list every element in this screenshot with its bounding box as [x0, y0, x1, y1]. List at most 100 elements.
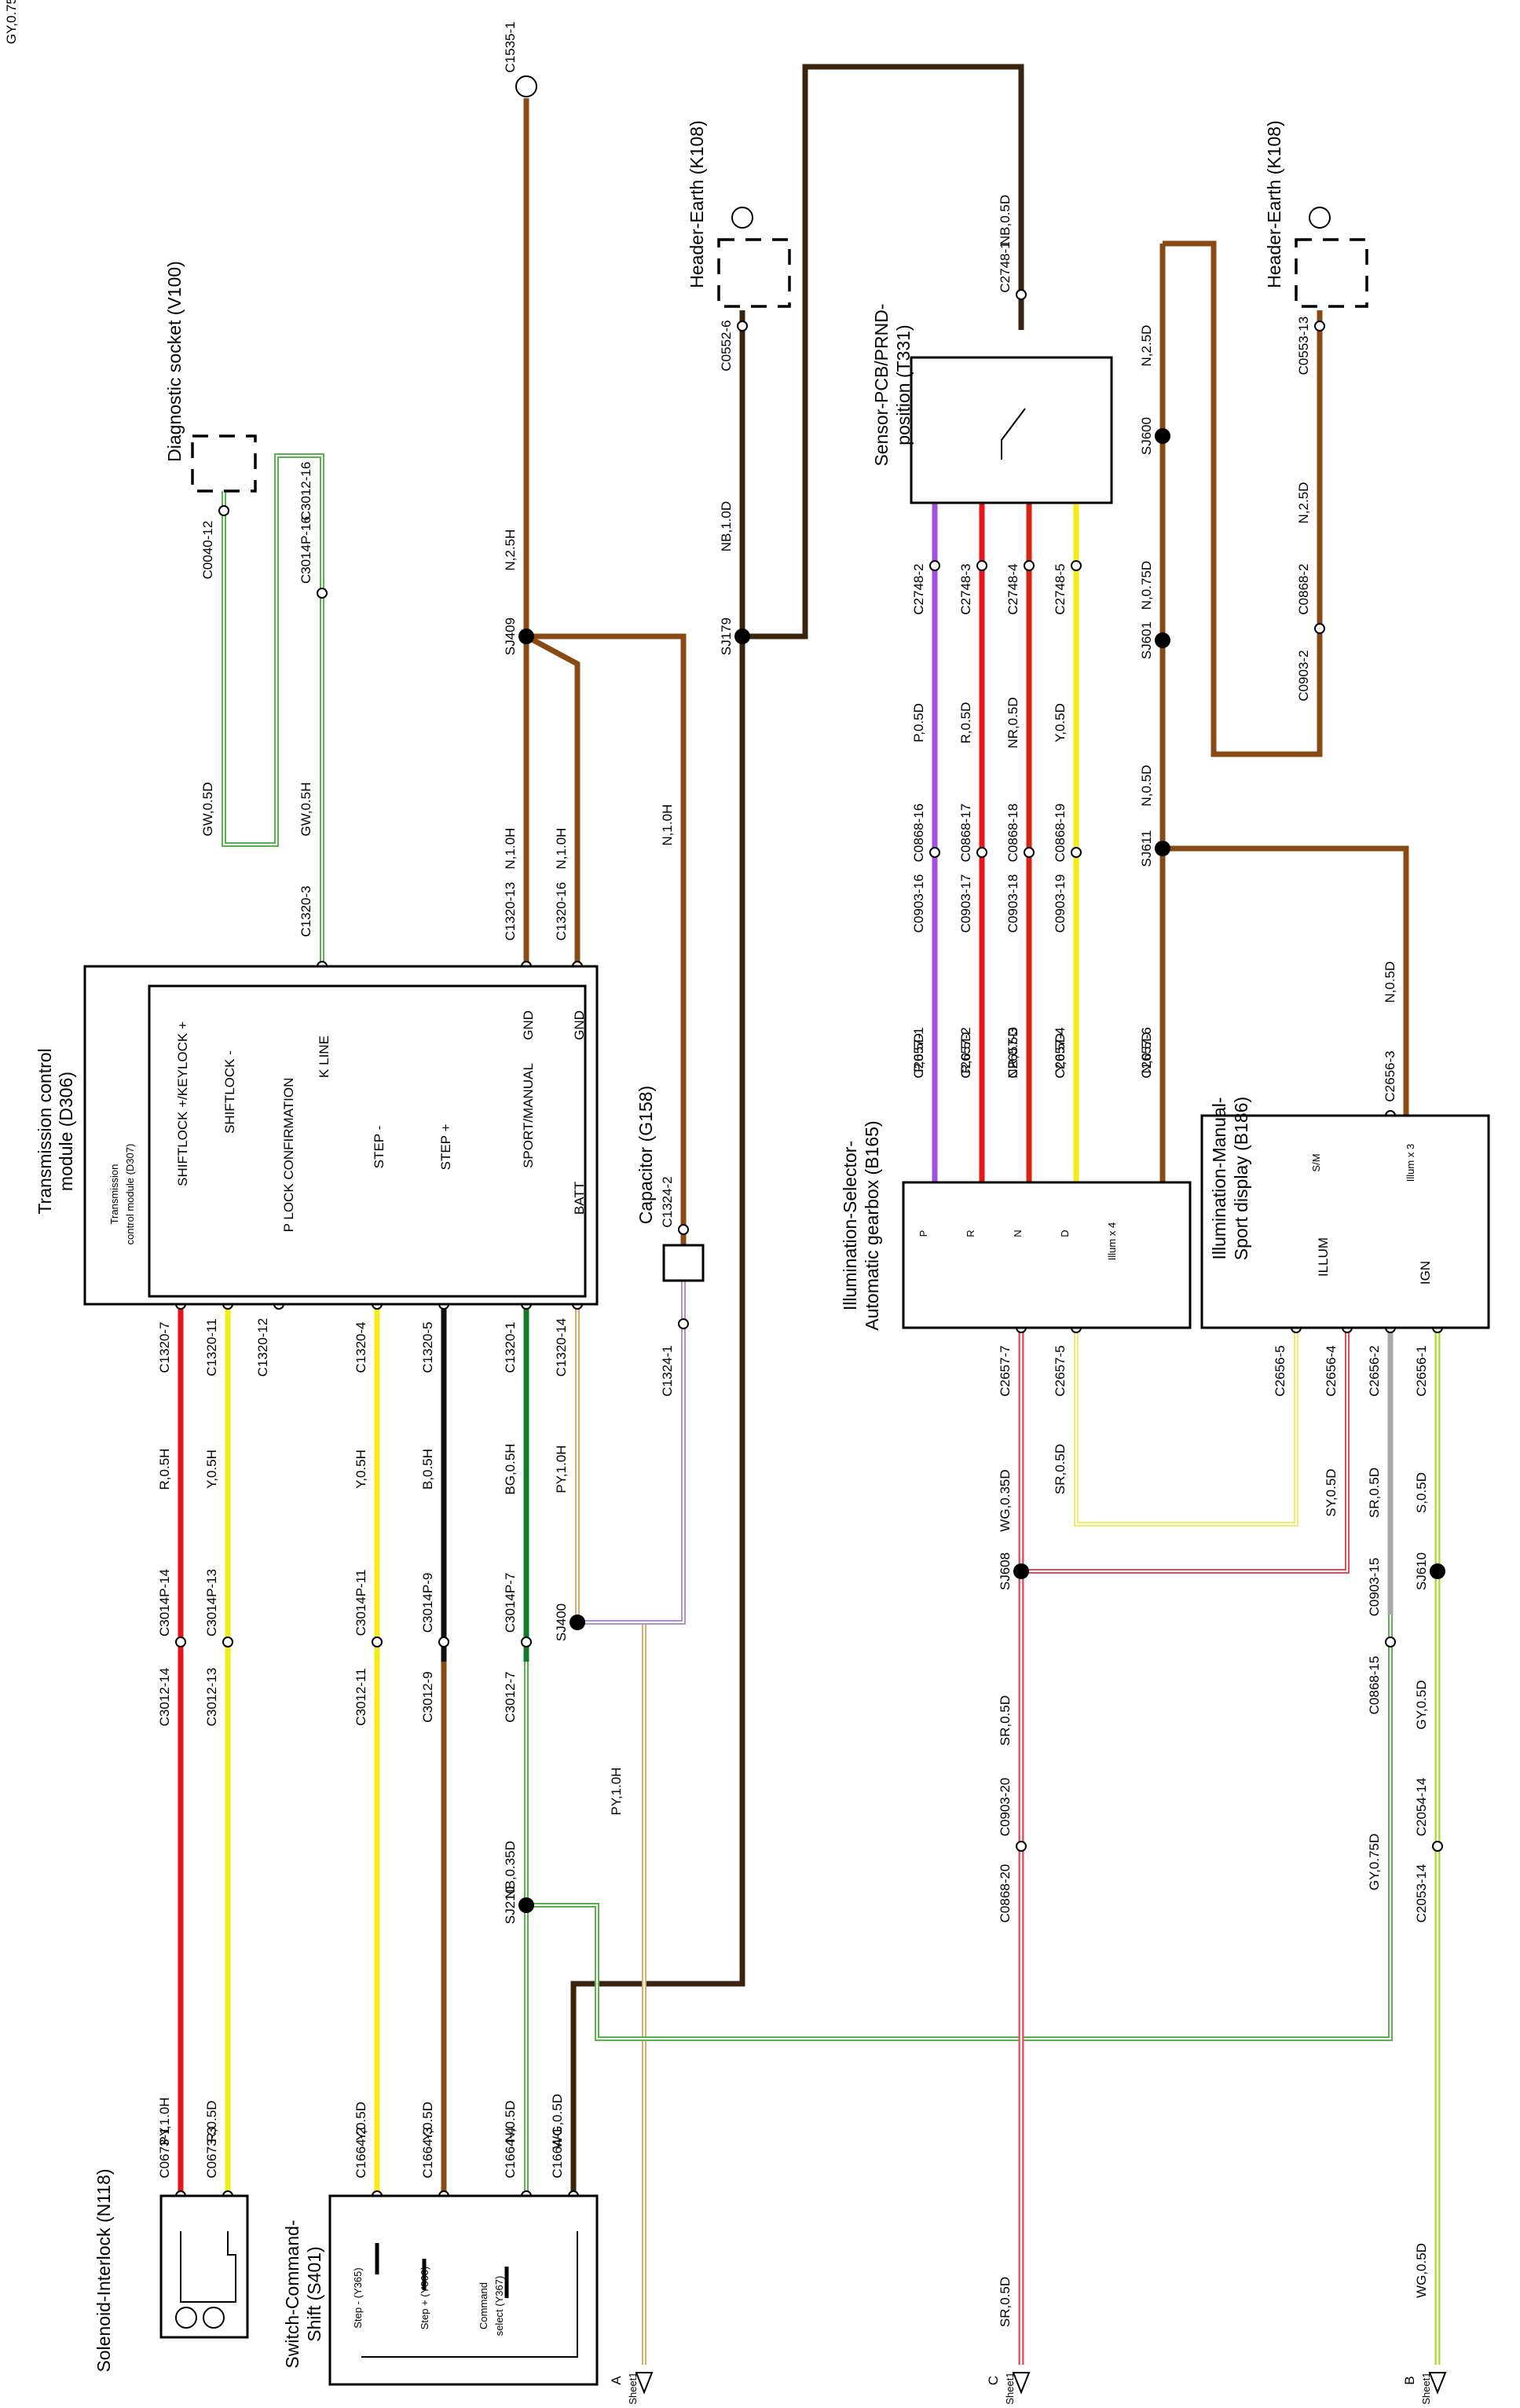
tcm-pin-label-8: BATT [572, 1182, 587, 1215]
sensor-title-2: position (T331) [893, 324, 914, 445]
connector-label-50: C3014P-9 [420, 1573, 435, 1633]
wire-label-2: NB,0.5D [998, 195, 1013, 245]
solenoid-coil-2 [203, 2307, 225, 2329]
connector-label-2: C0553-13 [1296, 317, 1311, 376]
connector-label-54: C0903-20 [998, 1778, 1013, 1837]
connector-label-1: C0552-6 [719, 320, 734, 371]
switch-title-1: Switch-Command- [282, 2219, 302, 2368]
sheet-letter-0: A [609, 2376, 624, 2385]
connector-label-47: C3012-11 [353, 1668, 368, 1725]
connector-label-58: C2054-14 [1414, 1778, 1429, 1837]
switch-item-3: select (Y367) [493, 2276, 505, 2337]
tcm-pin-label-9: GND [572, 1010, 587, 1040]
wire-label-4: N,2.5D [1296, 482, 1311, 524]
sensor-box [910, 356, 1113, 504]
tcm-sub-1: Transmission [108, 1164, 120, 1225]
wire-label-1: NB,1.0D [719, 501, 734, 552]
sj608-dot [1013, 1563, 1029, 1579]
wire-wg-0-5d [526, 1328, 1393, 2041]
connector-pin-46 [1314, 623, 1325, 634]
connector-label-46: C3014P-13 [204, 1569, 219, 1636]
tcm-pin-label-0: SHIFTLOCK +/KEYLOCK + [175, 1021, 190, 1186]
wire-label-34: WG,0.5D [550, 2094, 565, 2149]
solenoid-wiring [180, 2231, 236, 2303]
tcm-pin-label-3: K LINE [317, 1035, 331, 1078]
connector-label-32: C2656-2 [1367, 1345, 1382, 1396]
illum-sel-title-2: Automatic gearbox (B165) [862, 1120, 882, 1330]
connector-label-22: C2657-1 [911, 1027, 926, 1078]
sj601-dot [1155, 632, 1170, 648]
connector-label-66: C1664-1 [550, 2127, 565, 2178]
illum-sel-led-2: N [1012, 1230, 1024, 1237]
connector-pin-13 [1071, 560, 1082, 571]
header-earth-2-box [1295, 238, 1368, 308]
connector-pin-43 [1314, 321, 1325, 332]
connector-label-53: C0868-20 [998, 1864, 1013, 1923]
splice-label-8: SJ610 [1414, 1552, 1429, 1590]
wire-label-15: R,0.5D [958, 702, 973, 744]
sensor-title-1: Sensor-PCB/PRND- [871, 303, 892, 466]
sj610-dot [1430, 1563, 1445, 1579]
connector-label-44: C3014P-14 [157, 1569, 172, 1636]
illum-man-illum3: Illum x 3 [1405, 1144, 1416, 1182]
connector-label-35: C1320-11 [204, 1318, 219, 1376]
tcm-pin-label-1: SHIFTLOCK - [222, 1050, 237, 1134]
connector-label-26: C2657-6 [1139, 1027, 1154, 1078]
sheet-text-0: Sheet1 [627, 2372, 639, 2404]
tcm-sub-2: control module (D307) [124, 1144, 136, 1245]
connector-label-36: C1320-12 [255, 1318, 270, 1377]
tcm-title-1: Transmission control [35, 1048, 55, 1214]
illum-sel-led-4: Illum x 4 [1106, 1222, 1118, 1260]
wire-label-38: SR,0.5D [998, 2277, 1013, 2327]
connector-pin-40 [678, 1224, 689, 1235]
sheet-arrow-0 [635, 2372, 654, 2395]
wire-label-40: SY,0.5D [1324, 1468, 1339, 1516]
connector-label-18: C0903-18 [1005, 874, 1020, 933]
header-earth-1-box [717, 238, 791, 308]
connector-label-51: C3012-7 [503, 1671, 518, 1722]
wire-n-0-5d-man [1163, 845, 1409, 1116]
connector-label-34: C1320-7 [157, 1321, 172, 1373]
splice-label-0: SJ409 [503, 618, 518, 655]
connector-label-45: C3012-13 [204, 1668, 219, 1727]
sj400-dot [570, 1614, 585, 1630]
sheet-arrow-1 [1012, 2372, 1031, 2395]
connector-label-55: C0868-15 [1367, 1656, 1382, 1715]
sj179-dot [734, 629, 750, 644]
wire-label-14: P,0.5D [911, 703, 926, 742]
sheet-letter-2: B [1402, 2376, 1417, 2384]
switch-title-2: Shift (S401) [304, 2246, 324, 2341]
wire-label-31: Y,0.5D [353, 2102, 368, 2141]
wire-label-16: NR,0.5D [1005, 697, 1020, 748]
connector-label-6: C1320-3 [299, 885, 313, 936]
wire-label-27: PY,1.0H [554, 1445, 569, 1493]
sj611-dot [1155, 841, 1170, 856]
wire-label-5: N,0.75D [1139, 561, 1154, 610]
wire-label-11: N,1.0H [503, 828, 518, 870]
wire-label-39: SR,0.5D [1053, 1444, 1068, 1494]
connector-label-56: C0903-15 [1367, 1558, 1382, 1617]
wire-label-45: WG,0.5D [1414, 2243, 1429, 2298]
illum-man-pin-illum: ILLUM [1316, 1237, 1331, 1277]
wire-label-18: P,0.5D [911, 1033, 926, 1072]
wire-label-21: Y,0.5D [1053, 1033, 1068, 1072]
connector-label-61: C0673-1 [157, 2127, 172, 2178]
connector-label-60: C0868-2 [1296, 563, 1311, 614]
splice-label-1: SJ179 [719, 618, 734, 655]
wire-py-1-0h-cap-stripe [577, 1281, 685, 1624]
connector-label-30: C2656-5 [1273, 1345, 1287, 1396]
connector-label-57: C2053-14 [1414, 1864, 1429, 1923]
connector-label-43: C3012-14 [157, 1668, 172, 1727]
illum-sel-led-3: D [1059, 1230, 1071, 1237]
diag-title: Diagnostic socket (V100) [164, 261, 185, 462]
connector-label-13: C2748-5 [1053, 563, 1068, 614]
tcm-pin-label-5: STEP + [438, 1124, 453, 1171]
wire-label-43: GY,0.5D [1414, 1680, 1429, 1729]
wire-label-0: N,2.5H [503, 530, 518, 571]
connector-label-59: C0903-2 [1296, 650, 1311, 701]
sensor-switch [1001, 408, 1026, 460]
tcm-pin-label-6: SPORT/MANUAL [521, 1063, 536, 1168]
connector-label-25: C2657-4 [1053, 1027, 1068, 1078]
sj600-dot [1155, 428, 1170, 444]
wire-n-1-0h-b [525, 633, 581, 962]
